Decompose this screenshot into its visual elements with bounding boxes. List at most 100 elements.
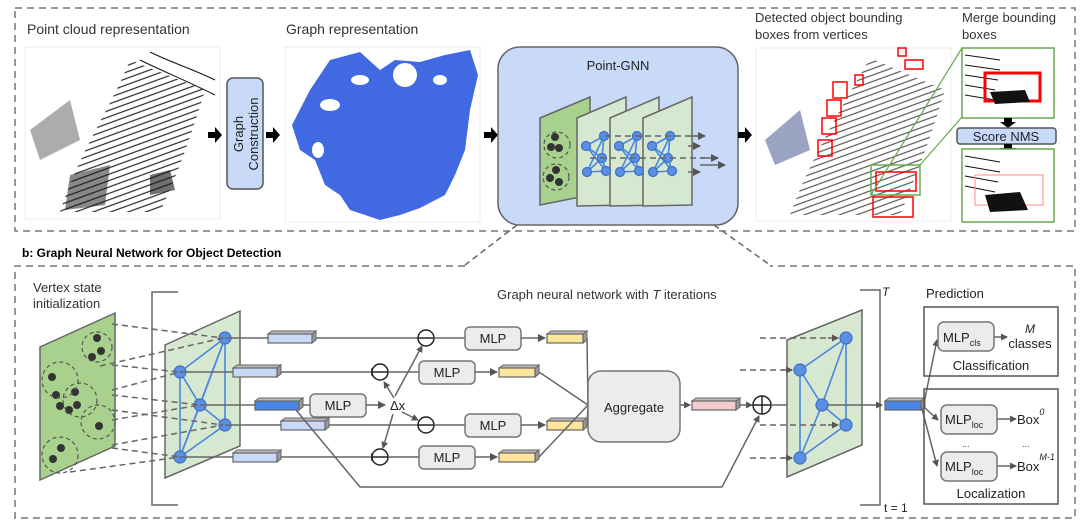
graph-pane-output bbox=[786, 308, 863, 479]
aggregated-feature bbox=[690, 397, 742, 411]
panel-a-frame bbox=[14, 7, 1076, 232]
mlp-label: MLP bbox=[434, 450, 461, 465]
graph-vertex bbox=[839, 418, 853, 432]
bracket-T-label: T bbox=[882, 285, 891, 299]
graph-vertex bbox=[633, 165, 645, 177]
flow-line bbox=[923, 339, 940, 404]
vertex-init-label-2: initialization bbox=[33, 296, 100, 311]
add-icon bbox=[752, 395, 772, 415]
classification-label: Classification bbox=[953, 358, 1030, 373]
graph-vertex bbox=[666, 165, 678, 177]
edge-feature bbox=[231, 449, 283, 463]
graph-edge bbox=[821, 337, 847, 406]
subtract-icon bbox=[417, 329, 435, 347]
graph-construction-label-2: Construction bbox=[246, 98, 261, 171]
graph-vertex bbox=[581, 166, 593, 178]
aggregate-label: Aggregate bbox=[604, 400, 664, 415]
arrow-icon bbox=[484, 127, 498, 143]
mini-graph bbox=[580, 130, 726, 178]
mlp-cls-label: MLPcls bbox=[943, 330, 981, 348]
graph-construction-box: Graph Construction bbox=[226, 77, 264, 190]
mlp-box: MLP bbox=[464, 413, 522, 438]
classification-box bbox=[923, 306, 1059, 377]
graph-edge bbox=[618, 145, 640, 172]
mlp-label: MLP bbox=[434, 365, 461, 380]
merge-boxes-label-1: Merge bounding bbox=[962, 10, 1056, 25]
graph-construction-label-1: Graph bbox=[231, 116, 246, 152]
input-point-pane bbox=[39, 311, 116, 482]
mlp-box: MLP bbox=[309, 393, 367, 418]
neighbor-mapping-lines bbox=[69, 323, 224, 473]
merge-boxes-after-image bbox=[961, 148, 1055, 223]
score-nms-box: Score NMS bbox=[956, 127, 1057, 145]
classes-label: classes bbox=[1008, 336, 1052, 351]
iteration-bracket-left bbox=[151, 291, 178, 506]
zoom-crop-box bbox=[870, 164, 921, 196]
mlp-loc-box-0: MLPloc bbox=[940, 404, 998, 435]
graph-vertex bbox=[600, 165, 612, 177]
graph-edge bbox=[799, 337, 847, 371]
graph-vertex bbox=[613, 140, 625, 152]
delta-x-label: Δx bbox=[390, 398, 406, 413]
graph-edge bbox=[799, 424, 847, 459]
box-last-label: BoxM-1 bbox=[1017, 452, 1055, 474]
output-feature bbox=[883, 397, 927, 411]
graph-representation-image bbox=[284, 46, 481, 223]
arrow-icon bbox=[738, 127, 752, 143]
point-gnn-label: Point-GNN bbox=[587, 58, 650, 73]
graph-vertices-output bbox=[740, 331, 883, 465]
prediction-label: Prediction bbox=[926, 286, 984, 301]
merge-boxes-label-2: boxes bbox=[962, 27, 997, 42]
subtract-icon bbox=[371, 363, 389, 381]
gnn-iterations-label: Graph neural network with T iterations bbox=[497, 287, 717, 302]
graph-edge bbox=[179, 337, 226, 458]
flow-line bbox=[538, 404, 589, 458]
box-0-label: Box0 bbox=[1017, 407, 1044, 427]
vertex-init-label-1: Vertex state bbox=[33, 280, 102, 295]
graph-edge bbox=[799, 404, 823, 459]
m-label: M bbox=[1025, 322, 1035, 336]
flow-line bbox=[394, 345, 423, 397]
input-points bbox=[41, 331, 116, 474]
point-cloud-image bbox=[24, 46, 221, 220]
graph-vertex bbox=[793, 451, 807, 465]
mlp-label: MLP bbox=[480, 418, 507, 433]
localization-label: Localization bbox=[957, 486, 1026, 501]
arrow-down-icon bbox=[1000, 118, 1016, 128]
flow-line bbox=[381, 413, 394, 449]
point-gnn-box: Point-GNN bbox=[497, 46, 739, 226]
graph-edge bbox=[179, 337, 226, 373]
mlp-loc-label: MLPloc bbox=[945, 412, 984, 430]
center-feature bbox=[253, 397, 305, 411]
score-nms-label: Score NMS bbox=[973, 129, 1040, 144]
skip-connection bbox=[295, 409, 760, 488]
edge-message bbox=[545, 330, 589, 344]
edge-message bbox=[497, 364, 541, 378]
graph-vertex bbox=[839, 331, 853, 345]
mlp-box: MLP bbox=[464, 326, 522, 351]
edge-message bbox=[497, 449, 541, 463]
aggregate-box: Aggregate bbox=[587, 370, 681, 443]
graph-vertex bbox=[793, 363, 807, 377]
mlp-box: MLP bbox=[418, 360, 476, 385]
graph-vertex bbox=[646, 140, 658, 152]
ellipsis-left: ... bbox=[962, 439, 970, 449]
mlp-loc-label: MLPloc bbox=[945, 459, 984, 477]
detected-boxes-label-2: boxes from vertices bbox=[755, 27, 868, 42]
graph-edge bbox=[179, 424, 226, 458]
edge-feature bbox=[231, 364, 283, 378]
flow-line bbox=[538, 371, 589, 406]
graph-vertex bbox=[815, 398, 829, 412]
graph-vertex bbox=[580, 140, 592, 152]
detected-boxes-image bbox=[755, 47, 952, 222]
localization-box bbox=[923, 388, 1059, 505]
graph-vertex bbox=[614, 166, 626, 178]
detected-boxes-label-1: Detected object bounding bbox=[755, 10, 902, 25]
arrow-icon bbox=[208, 127, 222, 143]
graph-vertex bbox=[647, 166, 659, 178]
flow-line bbox=[383, 381, 395, 399]
edge-feature bbox=[279, 417, 331, 431]
